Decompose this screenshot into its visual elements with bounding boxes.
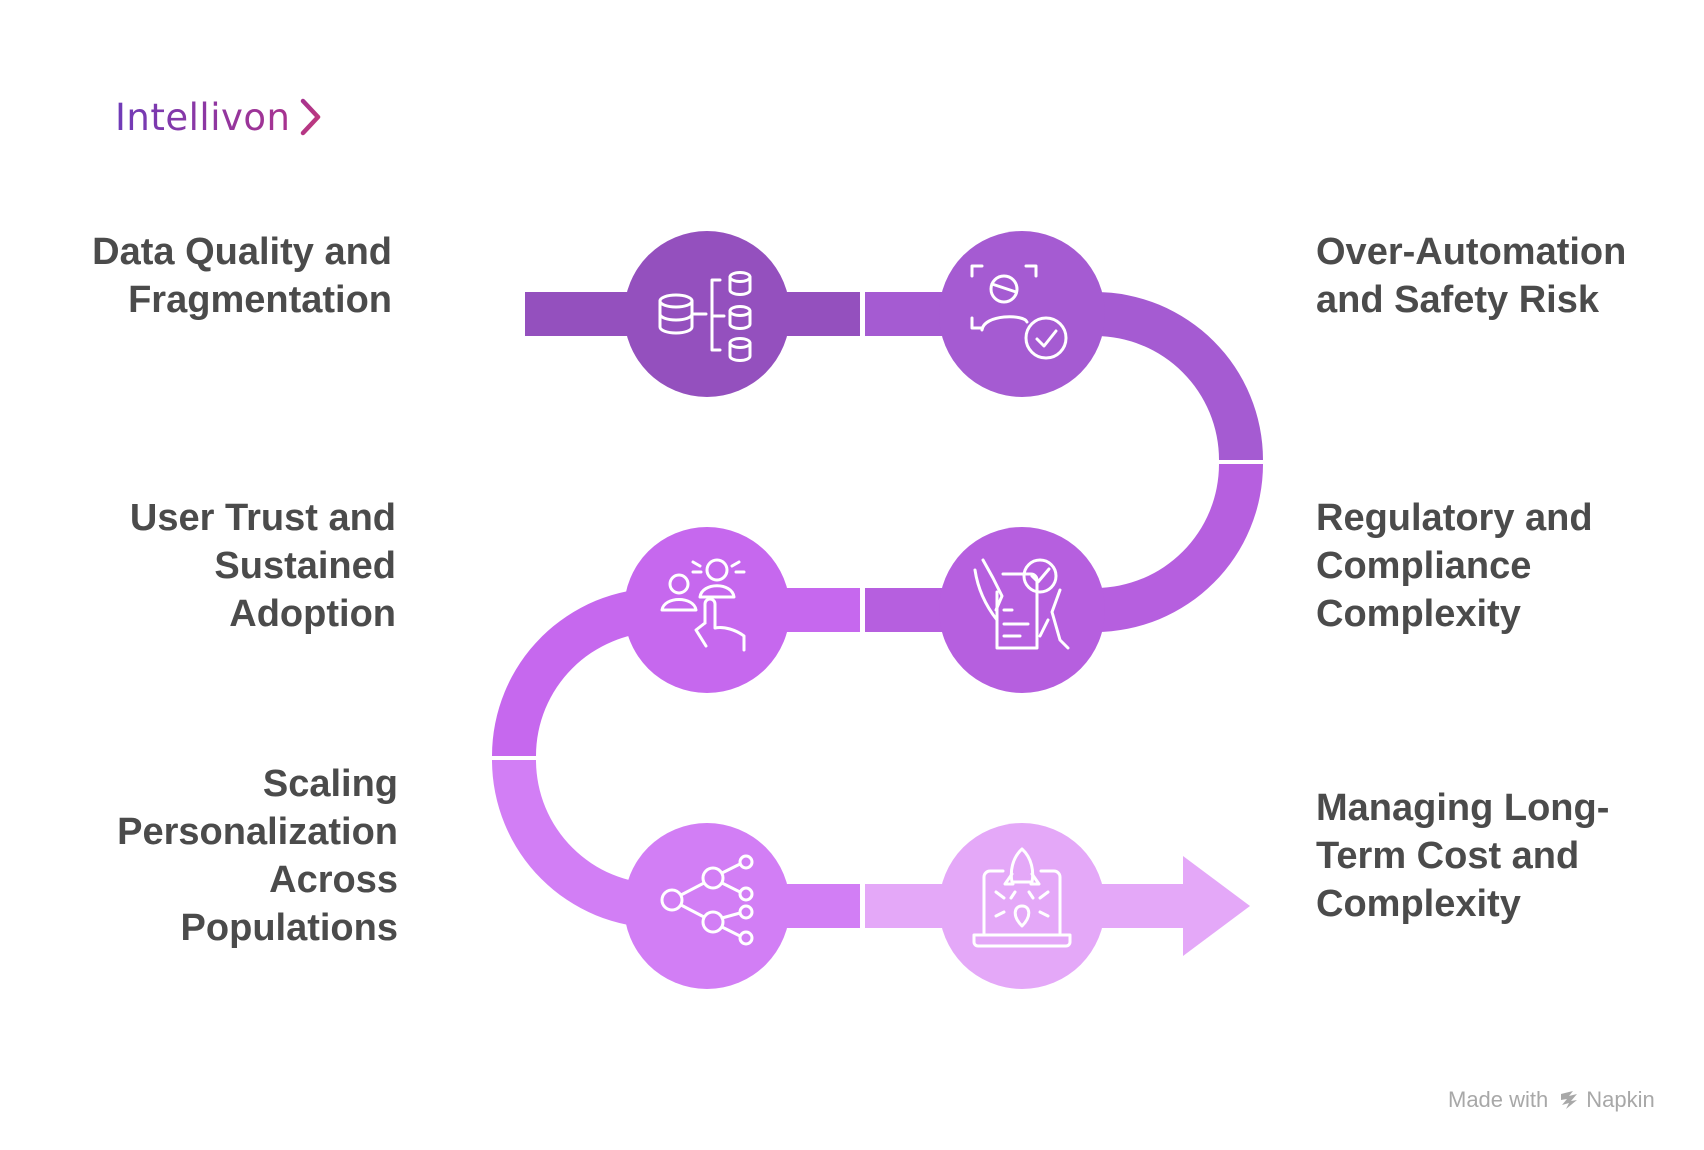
user-tap-icon: [660, 558, 746, 652]
brand-name: Intellivon: [115, 95, 291, 139]
path-curve-right-lower: [1095, 464, 1263, 632]
step-label-5-line-1: Scaling: [262, 763, 398, 805]
napkin-logo-icon: [1561, 1091, 1578, 1109]
step-circle-2: [939, 231, 1105, 397]
step-label-5-line-2: Personalization: [117, 811, 398, 853]
step-label-3-line-1: Regulatory and: [1316, 497, 1593, 539]
step-label-4-line-3: Adoption: [229, 593, 396, 635]
step-label-4-line-2: Sustained: [214, 545, 396, 587]
step-label-2: Over-Automation and Safety Risk: [1316, 228, 1626, 324]
database-icon: [658, 271, 752, 362]
rocket-laptop-icon: [972, 847, 1072, 948]
step-label-1: Data Quality and Fragmentation: [92, 228, 392, 324]
step-label-3: Regulatory and Compliance Complexity: [1316, 494, 1593, 638]
step-label-5-line-3: Across: [269, 859, 398, 901]
path-curve-left-upper: [492, 588, 660, 756]
step-circle-4: [624, 527, 790, 693]
arrow-head: [1183, 856, 1250, 956]
path-curve-left-lower: [492, 760, 660, 928]
step-circle-5: [624, 823, 790, 989]
step-label-4: User Trust and Sustained Adoption: [130, 494, 396, 638]
step-label-6-line-2: Term Cost and: [1316, 835, 1580, 877]
path-curve-right-upper: [1095, 292, 1263, 460]
user-check-icon: [970, 264, 1068, 360]
step-label-1-line-2: Fragmentation: [128, 279, 392, 321]
step-label-2-line-2: and Safety Risk: [1316, 279, 1599, 321]
share-network-icon: [660, 854, 754, 946]
chevron-right-icon: [301, 98, 321, 136]
made-with-footer: Made with Napkin: [1448, 1080, 1655, 1120]
step-label-3-line-2: Compliance: [1316, 545, 1532, 587]
napkin-product-name: Napkin: [1586, 1087, 1655, 1112]
step-circle-3: [939, 527, 1105, 693]
step-label-6-line-1: Managing Long-: [1316, 787, 1610, 829]
step-label-4-line-1: User Trust and: [129, 497, 396, 539]
step-label-3-line-3: Complexity: [1316, 593, 1521, 635]
document-check-icon: [973, 558, 1070, 650]
step-label-5: Scaling Personalization Across Populatio…: [117, 760, 398, 952]
step-label-6: Managing Long- Term Cost and Complexity: [1316, 784, 1609, 928]
step-label-5-line-4: Populations: [180, 907, 398, 949]
made-with-text: Made with: [1448, 1087, 1549, 1112]
step-label-6-line-3: Complexity: [1316, 883, 1521, 925]
brand-logo: Intellivon: [115, 92, 326, 142]
step-label-2-line-1: Over-Automation: [1316, 231, 1627, 273]
step-label-1-line-1: Data Quality and: [92, 231, 392, 273]
